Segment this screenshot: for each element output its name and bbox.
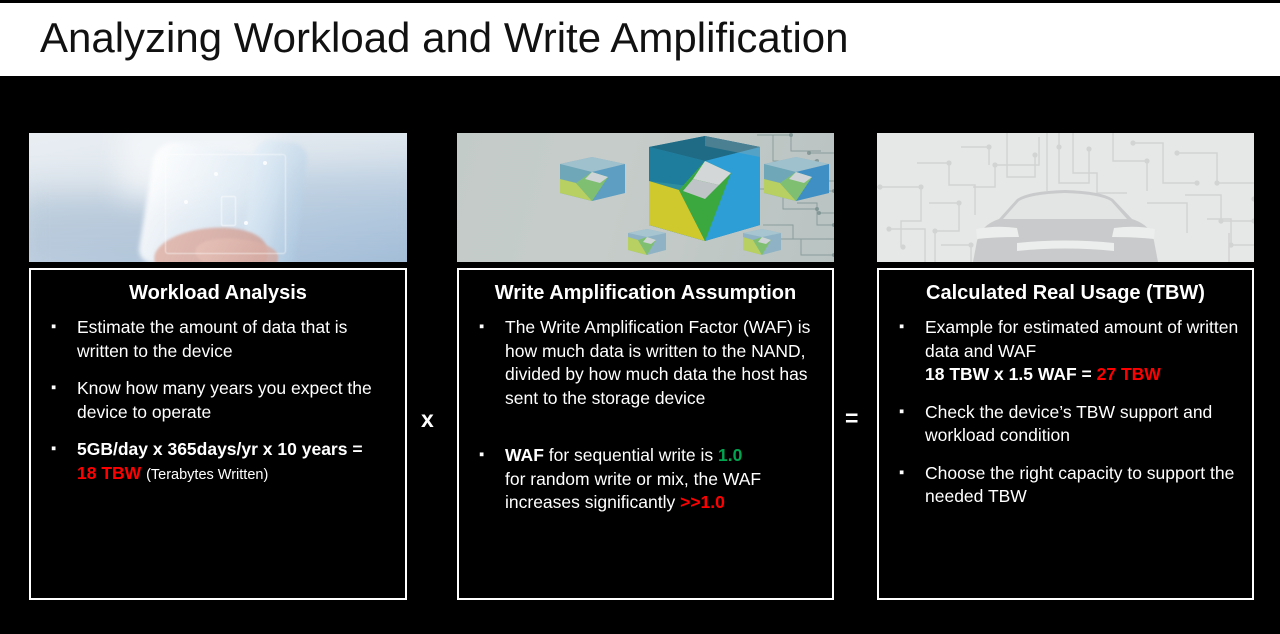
small-cube-left (560, 157, 625, 201)
panel-title: Workload Analysis (129, 282, 307, 304)
operator-multiply: x (421, 406, 434, 432)
bullet-text-bold: 18 TBW x 1.5 WAF = (925, 364, 1092, 384)
photo-hud-dot (263, 161, 268, 166)
bullet-text-highlight: 27 TBW (1096, 364, 1161, 384)
bullet-text-highlight-green: 1.0 (718, 445, 743, 465)
photo-hud-core (220, 196, 237, 226)
column-calculated-real-usage (877, 133, 1254, 262)
photo-hud-dot (214, 171, 219, 176)
title-band: Analyzing Workload and Write Amplificati… (0, 0, 1280, 76)
bullet-text-highlight-red: >>1.0 (680, 492, 725, 512)
photo-hud-dot (183, 200, 188, 205)
operator-equals: = (845, 405, 859, 431)
tiny-cube-bottom-left (628, 229, 666, 255)
car-silhouette (973, 190, 1158, 262)
bullet-text-bold: WAF (505, 445, 544, 465)
bullet-text: Example for estimated amount of written … (925, 317, 1239, 361)
thumbnail-person-touching-hud-photo (29, 133, 407, 262)
panel-write-amplification: Write Amplification Assumption The Write… (457, 268, 834, 600)
column-write-amplification (457, 133, 834, 262)
list-item: WAF for sequential write is 1.0 for rand… (471, 443, 820, 515)
bullet-text: Check the device’s TBW support and workl… (925, 401, 1213, 446)
tiny-cube-bottom-right (743, 229, 781, 255)
bullet-text: Estimate the amount of data that is writ… (77, 317, 348, 361)
bullet-text: for random write or mix, the WAF increas… (505, 468, 762, 513)
bullet-text: for sequential write is (548, 445, 714, 465)
list-item: Example for estimated amount of written … (891, 315, 1240, 387)
column-workload-analysis (29, 133, 407, 262)
list-item: Estimate the amount of data that is writ… (43, 315, 393, 363)
list-item: Check the device’s TBW support and workl… (891, 400, 1240, 448)
thumbnail-car-circuit-illustration (877, 133, 1254, 262)
panel-calculated-real-usage: Calculated Real Usage (TBW) Example for … (877, 268, 1254, 600)
large-cube-center (649, 136, 760, 241)
bullet-text: Know how many years you expect the devic… (77, 378, 372, 422)
page-title: Analyzing Workload and Write Amplificati… (40, 14, 849, 61)
bullet-text-note: (Terabytes Written) (146, 466, 269, 483)
list-item: The Write Amplification Factor (WAF) is … (471, 315, 820, 410)
panel-workload-analysis: Workload Analysis Estimate the amount of… (29, 268, 407, 600)
small-cube-right (764, 157, 829, 201)
car-illustration-svg (877, 133, 1254, 262)
thumbnail-isometric-cubes-circuit-illustration (457, 133, 834, 262)
list-item: 5GB/day x 365days/yr x 10 years = 18 TBW… (43, 437, 393, 487)
bullet-text-bold: 5GB/day x 365days/yr x 10 years = (77, 439, 363, 459)
bullet-text: Choose the right capacity to support the… (925, 462, 1235, 507)
list-item: Choose the right capacity to support the… (891, 461, 1240, 509)
photo-hud-frame (165, 153, 287, 255)
list-item: Know how many years you expect the devic… (43, 376, 393, 424)
photo-hud-dot (244, 220, 249, 225)
bullet-text: The Write Amplification Factor (WAF) is … (505, 317, 811, 408)
panel-title: Write Amplification Assumption (494, 282, 797, 304)
bullet-list: Example for estimated amount of written … (891, 315, 1240, 509)
title-top-rule (0, 0, 1280, 3)
panel-title: Calculated Real Usage (TBW) (926, 282, 1205, 304)
bullet-list: Estimate the amount of data that is writ… (43, 315, 393, 487)
bullet-list: The Write Amplification Factor (WAF) is … (471, 315, 820, 515)
cubes-illustration-svg (560, 133, 834, 257)
bullet-text-highlight: 18 TBW (77, 462, 142, 483)
